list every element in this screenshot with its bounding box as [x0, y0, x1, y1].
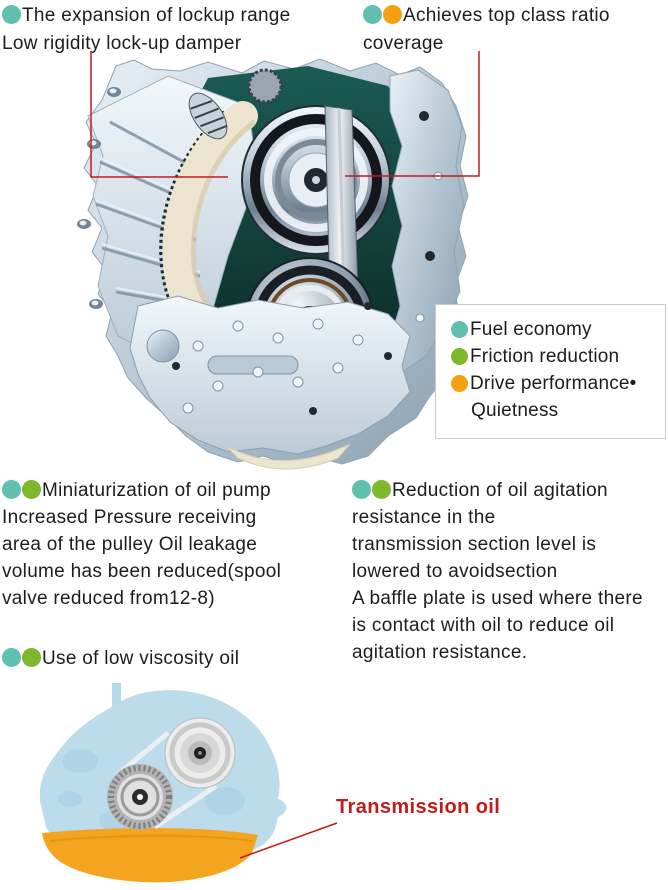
friction-reduction-dot-icon — [22, 480, 41, 499]
note-low-viscosity-title-row: Use of low viscosity oil — [2, 645, 342, 672]
valve-body-studs — [182, 318, 364, 414]
friction-reduction-dot-icon — [451, 348, 468, 365]
legend-item-drive-performance: Drive performance• — [451, 370, 665, 397]
transmission-oil-label: Transmission oil — [336, 796, 501, 818]
friction-reduction-dot-icon — [372, 480, 391, 499]
annotation-ratio-coverage: Achieves top class ratio coverage — [363, 2, 663, 58]
note-oil-pump: Miniaturization of oil pump Increased Pr… — [2, 477, 350, 612]
legend-box: Fuel economy Friction reduction Drive pe… — [435, 304, 666, 439]
friction-reduction-dot-icon — [22, 648, 41, 667]
drive-performance-dot-icon — [451, 375, 468, 392]
legend-item-fuel-economy: Fuel economy — [451, 316, 665, 343]
annotation-lockup-line1: The expansion of lockup range — [22, 5, 291, 26]
oil-pan-shade — [49, 834, 253, 842]
fuel-economy-dot-icon — [2, 648, 21, 667]
fuel-economy-dot-icon — [451, 321, 468, 338]
note-oil-agitation-body: resistance in the transmission section l… — [352, 507, 643, 663]
legend-label: Drive performance• — [470, 373, 637, 394]
annotation-ratio-line1: Achieves top class ratio — [403, 5, 610, 26]
legend-item-friction-reduction: Friction reduction — [451, 343, 665, 370]
transmission-oil-illustration — [39, 683, 287, 883]
note-oil-pump-title-row: Miniaturization of oil pump — [2, 477, 350, 504]
fuel-economy-dot-icon — [2, 5, 21, 24]
round-boss — [146, 329, 180, 363]
note-oil-pump-title: Miniaturization of oil pump — [42, 480, 271, 501]
note-oil-agitation-title: Reduction of oil agitation — [392, 480, 608, 501]
annotation-lockup-line1-row: The expansion of lockup range — [2, 2, 337, 30]
chrome-pulley-upper — [241, 105, 391, 255]
fuel-economy-dot-icon — [2, 480, 21, 499]
right-pulley — [164, 717, 236, 789]
transmission-cutaway-photo — [77, 58, 469, 470]
note-oil-agitation-title-row: Reduction of oil agitation — [352, 477, 668, 504]
annotation-lockup-range: The expansion of lockup range Low rigidi… — [2, 2, 337, 58]
note-oil-agitation: Reduction of oil agitation resistance in… — [352, 477, 668, 666]
note-low-viscosity: Use of low viscosity oil — [2, 645, 342, 672]
legend-label-quietness: Quietness — [471, 400, 559, 421]
legend-label: Friction reduction — [470, 346, 620, 367]
valve-body — [129, 295, 411, 455]
body-texture — [58, 749, 245, 831]
annotation-lockup-line2: Low rigidity lock-up damper — [2, 33, 242, 54]
fuel-economy-dot-icon — [363, 5, 382, 24]
note-oil-pump-body: Increased Pressure receiving area of the… — [2, 507, 282, 609]
note-low-viscosity-title: Use of low viscosity oil — [42, 648, 240, 669]
pan-gasket — [225, 443, 351, 470]
oil-pan — [42, 828, 258, 883]
annotation-ratio-line2: coverage — [363, 33, 444, 54]
valve-body-bolts-dark — [172, 302, 392, 415]
left-pulley — [107, 764, 173, 830]
drive-performance-dot-icon — [383, 5, 402, 24]
fuel-economy-dot-icon — [352, 480, 371, 499]
filler-tube — [112, 683, 121, 707]
cream-belt-shade — [190, 120, 256, 310]
legend-label: Fuel economy — [470, 319, 592, 340]
annotation-ratio-line1-row: Achieves top class ratio — [363, 2, 663, 30]
input-gear — [247, 68, 283, 104]
